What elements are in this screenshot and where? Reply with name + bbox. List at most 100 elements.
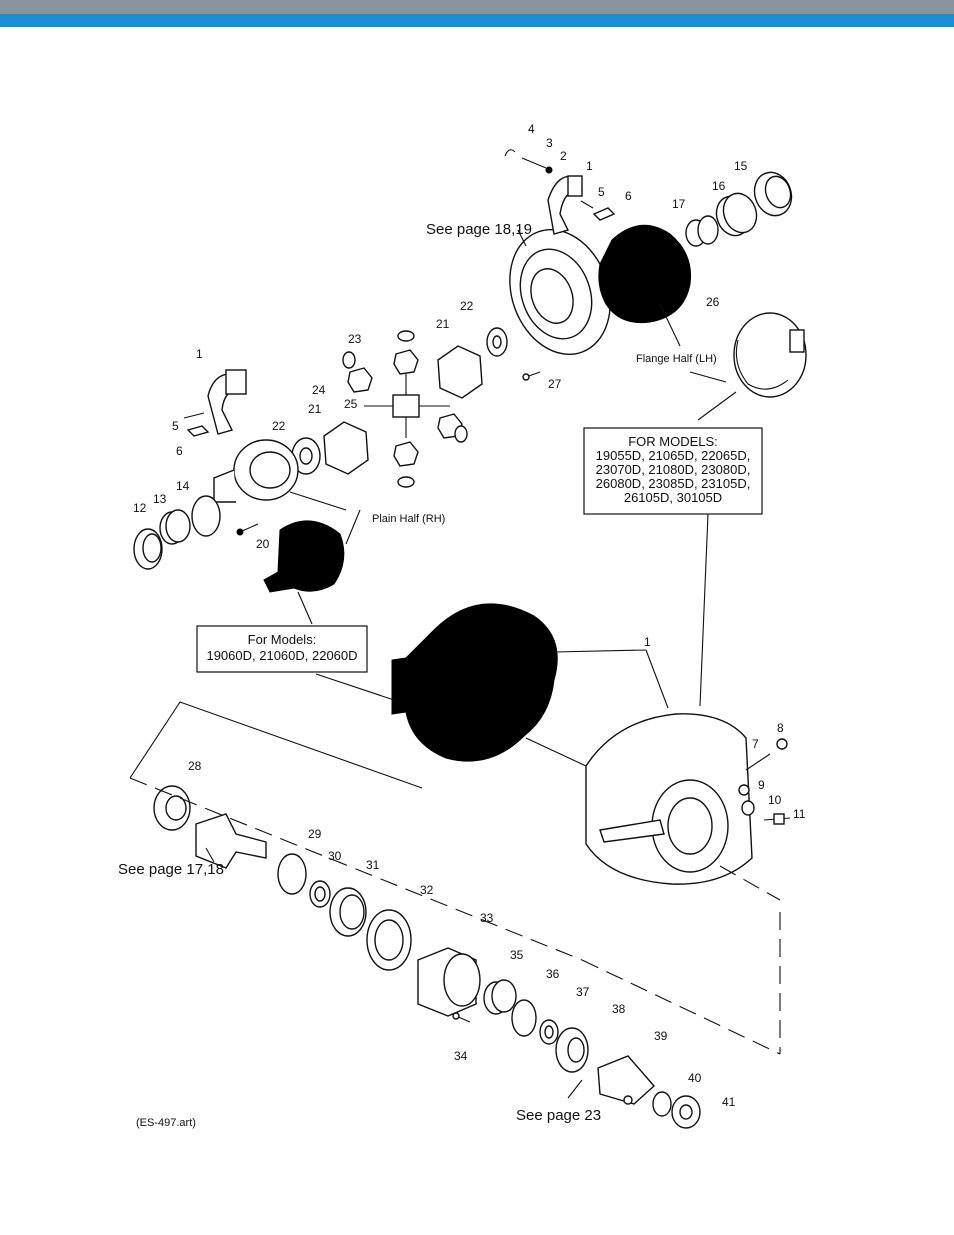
- part-number: 26: [706, 295, 720, 309]
- callout-box-rh: For Models: 19060D, 21060D, 22060D: [196, 625, 368, 673]
- nut-41: [671, 1095, 701, 1129]
- part-number: 40: [688, 1071, 702, 1085]
- bearing-cup-16: [715, 192, 758, 237]
- thrust-washer-22-left: [291, 437, 321, 475]
- part-number: 38: [612, 1002, 626, 1016]
- side-gear-21-upper: [437, 345, 483, 399]
- pin-5-left: [183, 412, 205, 419]
- plain-half-label: Plain Half (RH): [372, 513, 445, 525]
- plain-half-case: [213, 439, 299, 503]
- part-number: 9: [758, 778, 765, 792]
- part-number: 17: [672, 197, 686, 211]
- bolt-3: [521, 157, 547, 169]
- part-number: 16: [712, 179, 726, 193]
- part-number: 30: [328, 849, 342, 863]
- pin-4: [504, 149, 516, 157]
- seal-38: [555, 1027, 589, 1073]
- part-number: 5: [172, 419, 179, 433]
- callout-box-lh: FOR MODELS: 19055D, 21065D, 22065D, 2307…: [583, 427, 763, 515]
- part-number: 1: [586, 159, 593, 173]
- box-lh-line-1: FOR MODELS:: [628, 434, 718, 449]
- alignment-dashes: [129, 701, 781, 1055]
- box-lh-line-2: 19055D, 21065D, 22065D,: [596, 448, 751, 463]
- part-number: 20: [256, 537, 270, 551]
- part-number: 34: [454, 1049, 468, 1063]
- part-number: 31: [366, 858, 380, 872]
- part-number: 37: [576, 985, 590, 999]
- spider-25: [364, 374, 450, 438]
- stud-7: [745, 753, 771, 771]
- part-number: 4: [528, 122, 535, 136]
- box-lh-line-5: 26105D, 30105D: [624, 490, 722, 505]
- part-number: 33: [480, 911, 494, 925]
- part-number: 1: [644, 635, 651, 649]
- part-number: 3: [546, 136, 553, 150]
- part-number: 21: [436, 317, 450, 331]
- ring-gear: [509, 228, 611, 356]
- plain-half-rh-dark: [263, 520, 345, 593]
- box-rh-line-1: For Models:: [248, 632, 317, 647]
- sensor-11: [763, 813, 791, 825]
- part-number: 39: [654, 1029, 668, 1043]
- part-number: 12: [133, 501, 147, 515]
- part-number: 27: [548, 377, 562, 391]
- bearing-29: [277, 853, 307, 895]
- part-number: 29: [308, 827, 322, 841]
- cup-31: [329, 887, 367, 937]
- part-number: 36: [546, 967, 560, 981]
- shim-32: [366, 909, 412, 971]
- part-number: 25: [344, 397, 358, 411]
- part-number: 8: [777, 721, 784, 735]
- drive-pinion: [195, 813, 267, 869]
- see-page-18-19-label: See page 18,19: [426, 221, 532, 238]
- adjusting-ring-15: [753, 171, 793, 217]
- lock-6-left: [186, 425, 210, 437]
- part-number: 6: [625, 189, 632, 203]
- cup-35: [483, 979, 517, 1015]
- bearing-cup-13: [159, 509, 191, 545]
- bearing-cone-14: [191, 495, 221, 537]
- part-number: 15: [734, 159, 748, 173]
- box-rh-line-2: 19060D, 21060D, 22060D: [206, 648, 357, 663]
- part-number: 6: [176, 444, 183, 458]
- flange-half-case-dark: [598, 224, 692, 324]
- part-number: 1: [196, 347, 203, 361]
- part-number: 14: [176, 479, 190, 493]
- bearing-28: [153, 785, 191, 831]
- part-number: 13: [153, 492, 167, 506]
- part-number: 22: [460, 299, 474, 313]
- bolt-27: [522, 371, 541, 381]
- part-number: 24: [312, 383, 326, 397]
- part-number: 21: [308, 402, 322, 416]
- thrust-washers-23: [342, 330, 468, 488]
- washer-2: [545, 166, 553, 174]
- thrust-washer-22-upper: [486, 327, 508, 357]
- yoke-39: [597, 1055, 655, 1105]
- adjusting-ring-12: [133, 528, 163, 570]
- bolt-20: [236, 523, 259, 536]
- header-bar-blue: [0, 14, 954, 27]
- bearing-cap-upper: [547, 175, 584, 235]
- box-lh-line-3: 23070D, 21080D, 23080D,: [596, 462, 751, 477]
- pinion-cage-33: [417, 947, 481, 1017]
- side-gear-21-left: [323, 421, 369, 475]
- part-number-labels: 1 2 3 4 5 6 15 16 17 26 22 21 27 23 24 2…: [133, 122, 806, 1109]
- part-number: 7: [752, 737, 759, 751]
- pinion-gears: [347, 349, 463, 467]
- part-number: 41: [722, 1095, 736, 1109]
- leader-lines: [205, 229, 737, 1099]
- bearing-cap-left: [207, 369, 247, 435]
- bushing-9: [738, 784, 750, 796]
- lock-6-upper: [592, 207, 616, 221]
- washer-37: [539, 1019, 559, 1045]
- flange-half-lh: [733, 312, 807, 398]
- pin-5-upper: [580, 200, 594, 209]
- bolt-34: [452, 1012, 471, 1023]
- carrier-housing: [585, 713, 753, 885]
- nut-8: [776, 738, 788, 750]
- box-lh-line-4: 26080D, 23085D, 23105D,: [596, 476, 751, 491]
- bearing-36: [511, 999, 537, 1037]
- part-number: 22: [272, 419, 286, 433]
- part-number: 32: [420, 883, 434, 897]
